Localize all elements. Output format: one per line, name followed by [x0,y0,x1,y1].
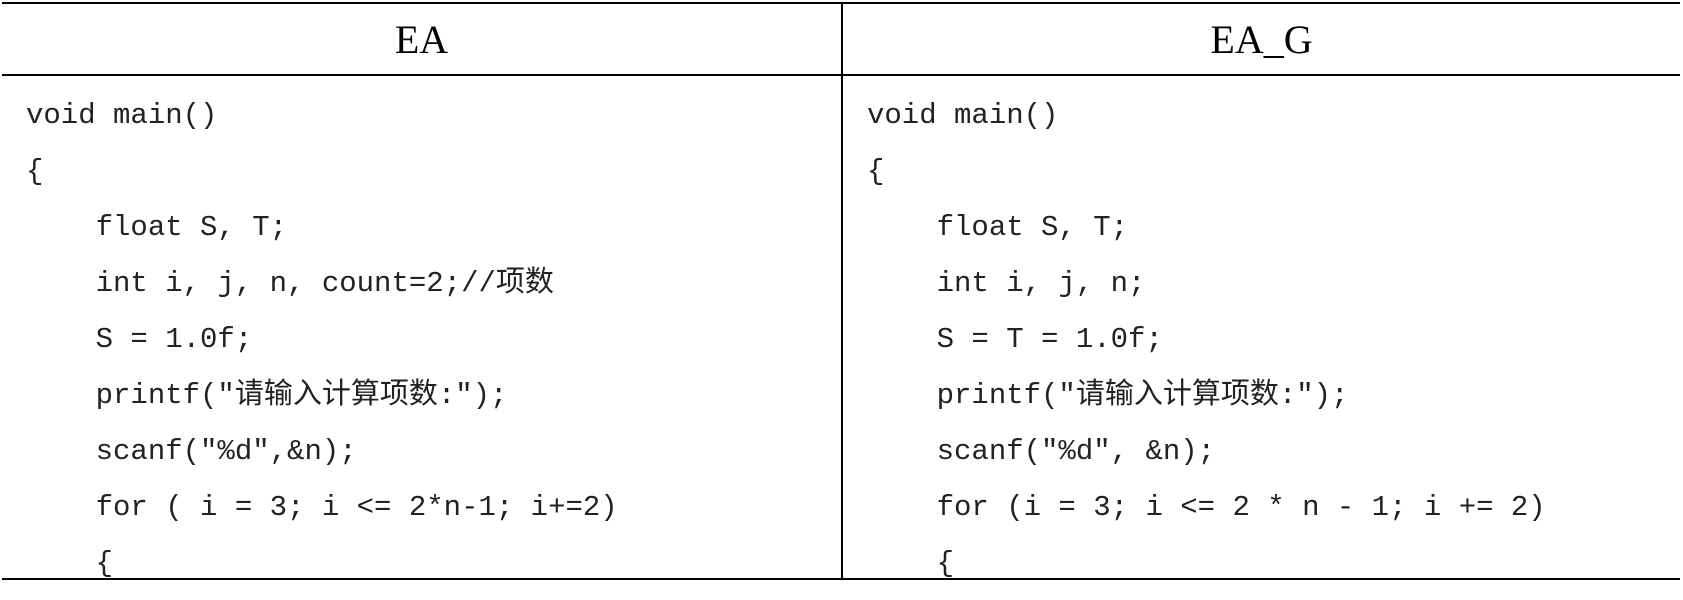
code-line: { [26,155,44,188]
code-line: printf("请输入计算项数:"); [867,379,1349,412]
code-line: { [867,155,885,188]
code-line: float S, T; [867,211,1129,244]
code-line: scanf("%d", &n); [867,435,1216,468]
code-comparison-table: EA void main() { float S, T; int i, j, n… [2,2,1680,580]
code-block-ea-g: void main() { float S, T; int i, j, n; S… [867,96,1680,600]
code-line: printf("请输入计算项数:"); [26,379,508,412]
code-line: void main() [26,99,218,132]
code-block-ea: void main() { float S, T; int i, j, n, c… [26,96,841,600]
code-line: scanf("%d",&n); [26,435,357,468]
code-line: for ( i = 3; i <= 2*n-1; i+=2) [26,491,618,524]
code-line: S = 1.0f; [26,323,253,356]
code-line: { [867,547,955,580]
code-line: float S, T; [26,211,288,244]
code-line: int i, j, n, count=2;//项数 [26,267,554,300]
code-line: { [26,547,114,580]
code-line: int i, j, n; [867,267,1146,300]
column-ea: EA void main() { float S, T; int i, j, n… [2,4,843,580]
code-line: for (i = 3; i <= 2 * n - 1; i += 2) [867,491,1546,524]
column-header-ea-g: EA_G [843,4,1680,76]
code-line: S = T = 1.0f; [867,323,1163,356]
column-header-ea: EA [2,4,841,76]
column-ea-g: EA_G void main() { float S, T; int i, j,… [843,4,1680,580]
code-line: void main() [867,99,1059,132]
